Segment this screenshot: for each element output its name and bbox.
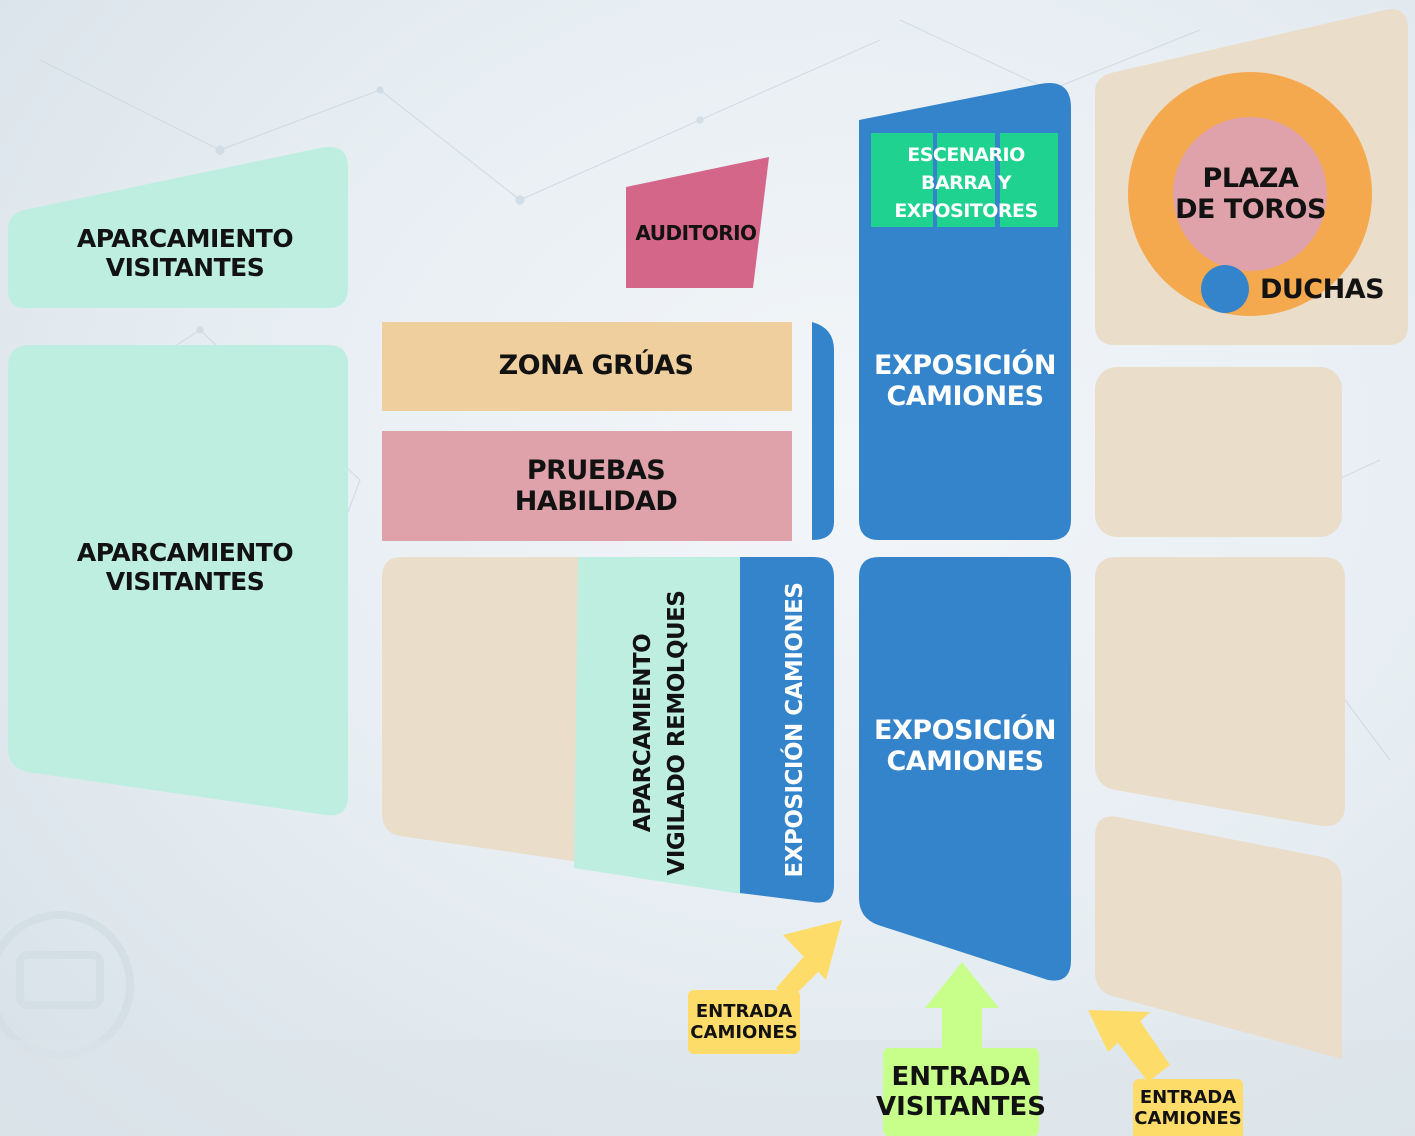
zone-parking-visitors-top[interactable] — [8, 146, 348, 308]
zone-parking-trailers[interactable] — [574, 557, 742, 894]
label-auditorio: AUDITORIO — [635, 221, 757, 245]
label-truck-entrance-right: ENTRADA CAMIONES — [1133, 1079, 1243, 1136]
label-plaza-de-toros: PLAZA DE TOROS — [1175, 163, 1326, 225]
label-parking-visitors-top: APARCAMIENTO VISITANTES — [76, 224, 294, 282]
zone-stage-block-3 — [1000, 133, 1058, 227]
zone-exhibition-vertical[interactable] — [740, 557, 834, 903]
label-visitor-entrance: ENTRADA VISITANTES — [876, 1048, 1046, 1136]
label-escenario: ESCENARIO BARRA Y EXPOSITORES — [894, 144, 1038, 222]
zone-stage-block-1 — [871, 133, 933, 227]
label-truck-entrance-left: ENTRADA CAMIONES — [688, 990, 800, 1054]
zone-auditorio[interactable] — [626, 157, 769, 288]
label-parking-trailers: APARCAMIENTO VIGILADO REMOLQUES — [630, 590, 690, 876]
label-exhibition-top: EXPOSICIÓN CAMIONES — [874, 350, 1056, 412]
zone-beige-right-3[interactable] — [1095, 816, 1342, 1059]
zone-beige-right-2[interactable] — [1095, 557, 1345, 827]
zone-pruebas-habilidad[interactable] — [382, 431, 792, 541]
label-duchas: DUCHAS — [1259, 273, 1385, 305]
label-zona-gruas: ZONA GRÚAS — [498, 349, 694, 381]
label-pruebas-habilidad: PRUEBAS HABILIDAD — [514, 455, 678, 517]
arrow-truck-entrance-left — [776, 920, 842, 1000]
label-exhibition-bottom: EXPOSICIÓN CAMIONES — [874, 715, 1056, 777]
zone-exhibition-bottom[interactable] — [859, 557, 1071, 981]
zone-parking-visitors-main[interactable] — [8, 345, 348, 816]
duchas-marker[interactable] — [1201, 265, 1249, 313]
label-parking-visitors-main: APARCAMIENTO VISITANTES — [76, 538, 294, 596]
label-exhibition-vertical: EXPOSICIÓN CAMIONES — [782, 582, 808, 878]
zone-gruas[interactable] — [382, 322, 792, 411]
zone-stage-block-2 — [937, 133, 995, 227]
arrow-truck-entrance-right — [1088, 1010, 1170, 1082]
zone-beige-right-1[interactable] — [1095, 367, 1342, 537]
zone-beige-lower-left[interactable] — [382, 557, 600, 865]
plaza-inner-circle[interactable] — [1173, 117, 1327, 271]
zone-blue-strip — [812, 322, 834, 540]
